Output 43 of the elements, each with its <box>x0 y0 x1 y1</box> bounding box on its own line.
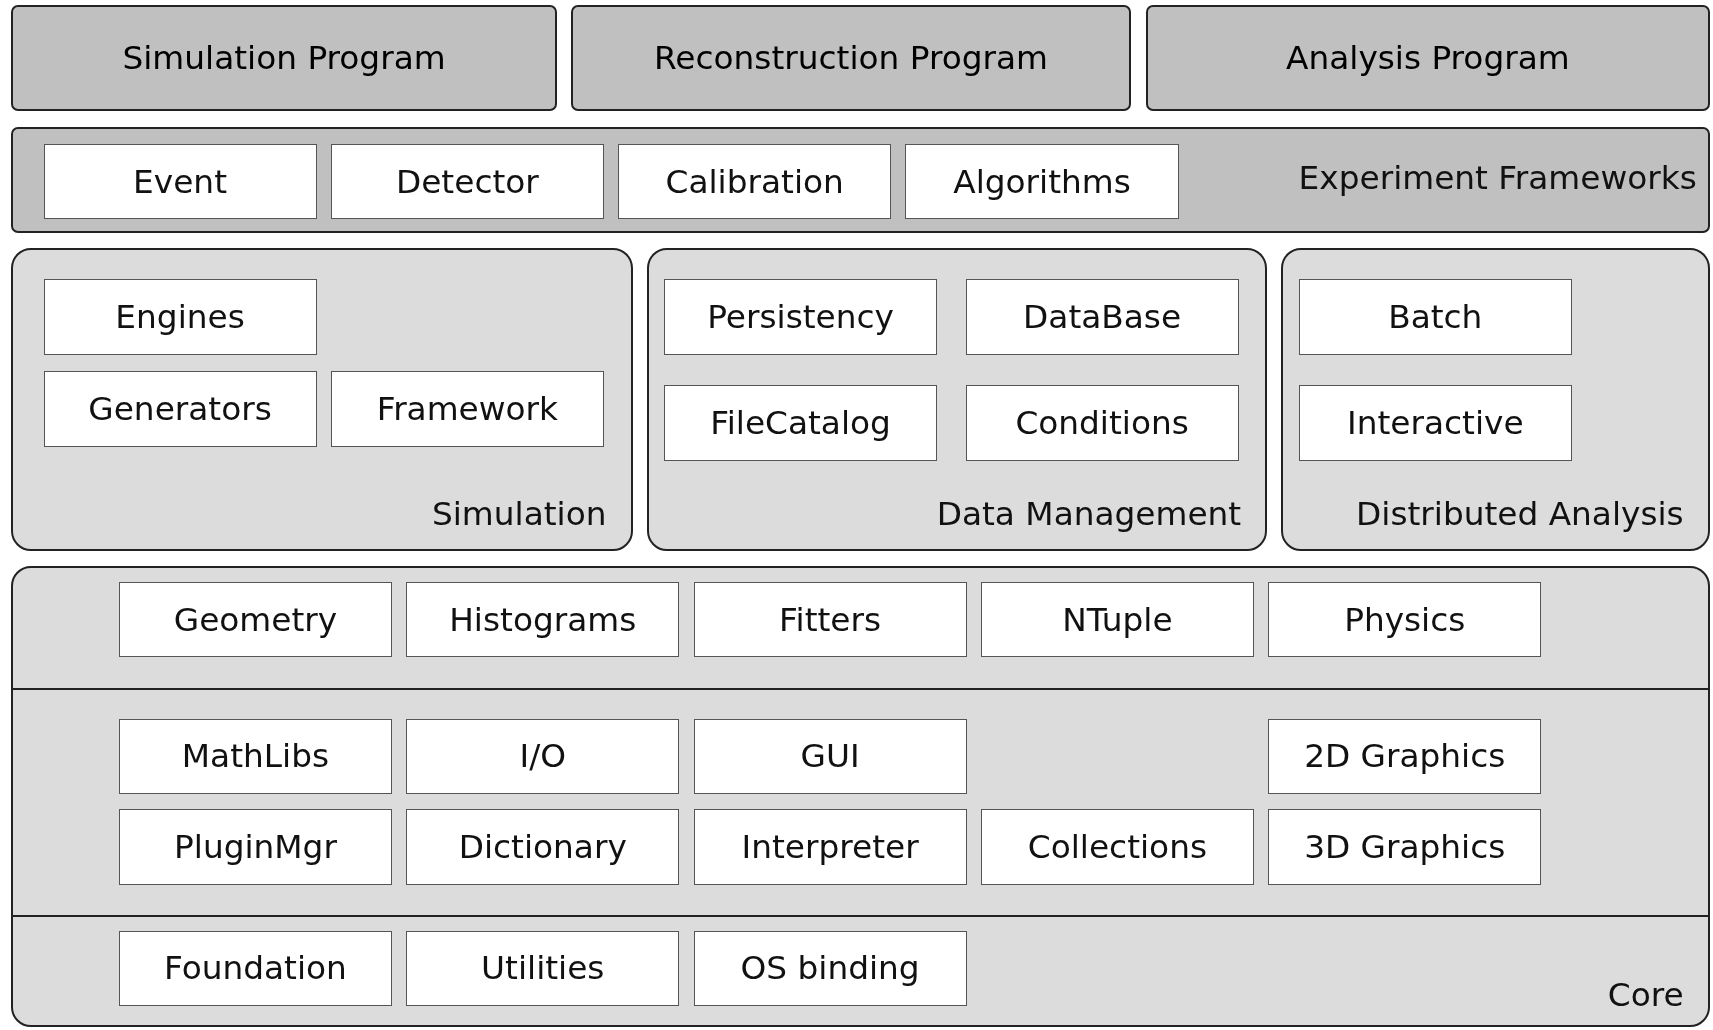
core-panel <box>10 565 1710 1027</box>
group-title: Distributed Analysis <box>1356 495 1684 534</box>
module-box: Geometry <box>118 582 392 658</box>
module-box: MathLibs <box>118 718 392 794</box>
module-box: Batch <box>1298 279 1572 355</box>
module-box: Foundation <box>118 930 392 1006</box>
module-box: Persistency <box>664 279 938 355</box>
module-box: PluginMgr <box>118 809 392 885</box>
program-box: Analysis Program <box>1146 5 1710 112</box>
module-box: Algorithms <box>905 144 1179 220</box>
module-box: 2D Graphics <box>1268 718 1542 794</box>
module-box: Dictionary <box>406 809 680 885</box>
module-box: Conditions <box>965 385 1239 461</box>
module-box: 3D Graphics <box>1268 809 1542 885</box>
module-box: Fitters <box>693 582 967 658</box>
module-box: DataBase <box>965 279 1239 355</box>
module-box: Interpreter <box>693 809 967 885</box>
module-box: I/O <box>406 718 680 794</box>
module-box: Event <box>43 144 317 220</box>
module-box: Engines <box>43 279 317 355</box>
group-title: Simulation <box>431 495 607 534</box>
module-box: Physics <box>1268 582 1542 658</box>
framework-band <box>10 126 1710 233</box>
group-panel <box>10 248 633 551</box>
module-box: NTuple <box>980 582 1254 658</box>
program-box: Simulation Program <box>10 5 558 112</box>
module-box: Generators <box>43 371 317 447</box>
module-box: FileCatalog <box>664 385 938 461</box>
module-box: OS binding <box>693 930 967 1006</box>
module-box: GUI <box>693 718 967 794</box>
group-title: Data Management <box>936 495 1242 534</box>
module-box: Collections <box>980 809 1254 885</box>
module-box: Calibration <box>618 144 892 220</box>
module-box: Detector <box>330 144 604 220</box>
module-box: Framework <box>330 371 604 447</box>
module-box: Utilities <box>406 930 680 1006</box>
group-title: Core <box>1607 976 1684 1014</box>
group-panel <box>1281 248 1710 551</box>
module-box: Histograms <box>406 582 680 658</box>
group-title: Experiment Frameworks <box>1298 159 1697 198</box>
module-box: Interactive <box>1298 385 1572 461</box>
program-box: Reconstruction Program <box>571 5 1131 112</box>
group-panel <box>646 248 1268 551</box>
